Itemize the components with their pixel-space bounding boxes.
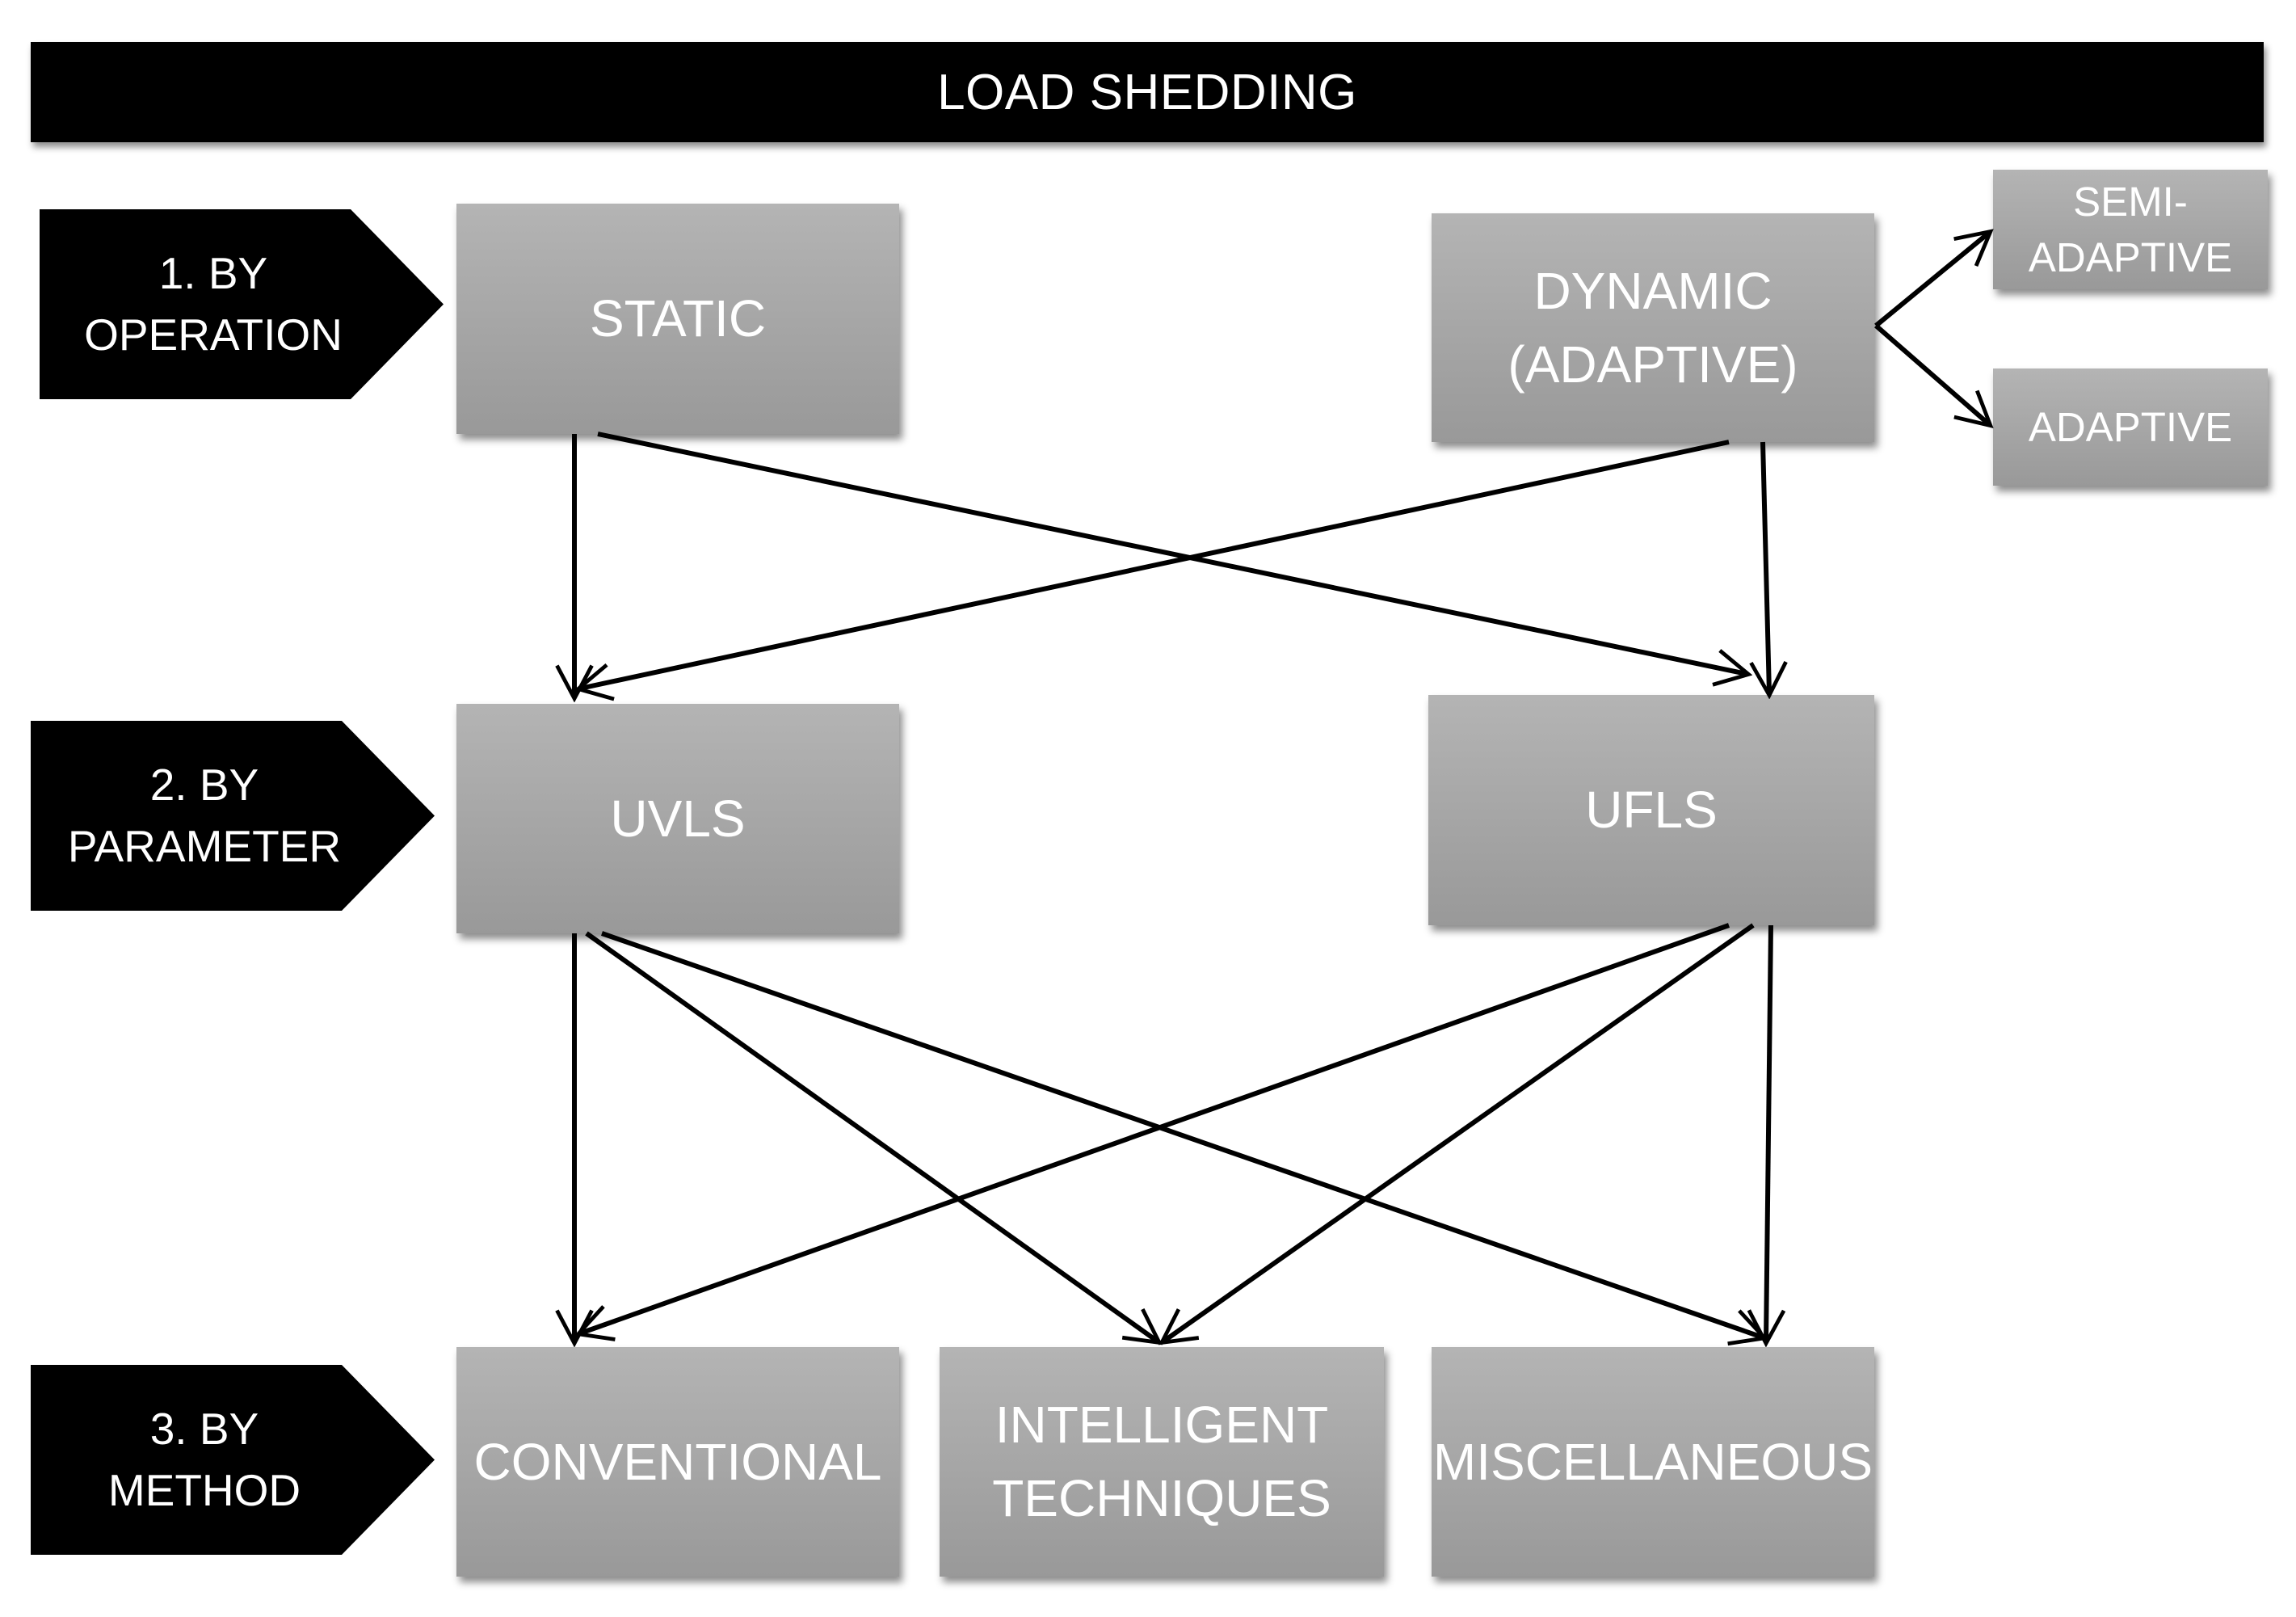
node-semi-adaptive: SEMI- ADAPTIVE xyxy=(1993,170,2268,289)
node-miscellaneous: MISCELLANEOUS xyxy=(1432,1347,1874,1577)
level-label-method-text: 3. BY METHOD xyxy=(107,1403,301,1515)
node-adaptive-label: ADAPTIVE xyxy=(2028,403,2233,450)
arrow-ufls-to-conventional xyxy=(580,923,1730,1333)
level-label-method: 3. BY METHOD xyxy=(31,1365,435,1555)
node-uvls-label: UVLS xyxy=(610,789,746,848)
node-uvls: UVLS xyxy=(456,704,899,933)
node-intelligent-techniques-label: INTELLIGENT TECHNIQUES xyxy=(992,1396,1331,1527)
node-conventional: CONVENTIONAL xyxy=(456,1347,899,1577)
node-dynamic-adaptive: DYNAMIC (ADAPTIVE) xyxy=(1432,213,1874,442)
node-adaptive: ADAPTIVE xyxy=(1993,368,2268,486)
level-label-operation-text: 1. BY OPERATION xyxy=(84,247,343,360)
node-ufls-label: UFLS xyxy=(1585,781,1718,840)
arrow-uvls-to-miscellaneous xyxy=(601,931,1763,1337)
node-ufls: UFLS xyxy=(1428,695,1874,925)
arrow-dynamic-to-uvls xyxy=(580,440,1730,688)
node-dynamic-adaptive-label: DYNAMIC (ADAPTIVE) xyxy=(1508,261,1798,394)
arrow-uvls-to-intelligent xyxy=(585,931,1158,1341)
node-miscellaneous-label: MISCELLANEOUS xyxy=(1432,1432,1873,1491)
node-intelligent-techniques: INTELLIGENT TECHNIQUES xyxy=(940,1347,1384,1577)
level-label-parameter: 2. BY PARAMETER xyxy=(31,721,435,911)
diagram-title: LOAD SHEDDING xyxy=(31,42,2264,142)
node-conventional-label: CONVENTIONAL xyxy=(473,1432,882,1491)
arrow-dynamic-to-semi-adaptive xyxy=(1874,233,1989,328)
level-label-parameter-text: 2. BY PARAMETER xyxy=(67,759,342,871)
arrow-ufls-to-miscellaneous xyxy=(1766,924,1771,1341)
arrow-ufls-to-intelligent xyxy=(1163,923,1755,1341)
node-semi-adaptive-label: SEMI- ADAPTIVE xyxy=(2028,178,2233,280)
arrow-dynamic-to-ufls xyxy=(1763,441,1769,693)
arrow-static-to-ufls xyxy=(597,432,1747,674)
node-static: STATIC xyxy=(456,204,899,434)
level-label-operation: 1. BY OPERATION xyxy=(40,209,444,399)
node-static-label: STATIC xyxy=(589,289,767,348)
arrow-dynamic-to-adaptive xyxy=(1874,323,1989,424)
